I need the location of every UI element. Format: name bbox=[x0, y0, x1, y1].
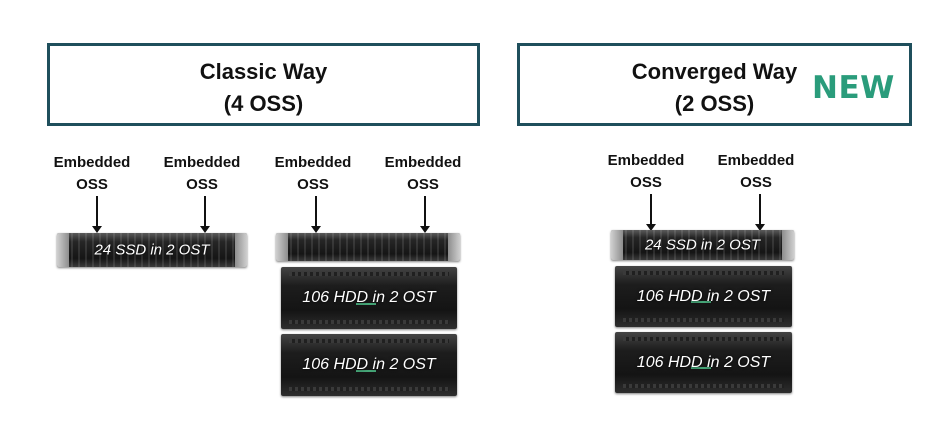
classic-way-title: Classic Way bbox=[199, 59, 328, 84]
classic-way-title-box: Classic Way (4 OSS) bbox=[47, 43, 480, 126]
server-label: 24 SSD in 2 OST bbox=[94, 241, 210, 259]
ssd-server-converged: 24 SSD in 2 OST bbox=[611, 230, 794, 260]
server-label: 106 HDD in 2 OST bbox=[636, 353, 771, 371]
server-label: 106 HDD in 2 OST bbox=[636, 287, 771, 305]
hdd-server-classic-bottom: 106 HDD in 2 OST bbox=[281, 334, 457, 396]
converged-way-oss-count: (2 OSS) bbox=[674, 91, 755, 116]
arrow-down bbox=[755, 194, 765, 231]
arrow-down bbox=[311, 196, 321, 233]
server-label: 24 SSD in 2 OST bbox=[644, 236, 761, 254]
server-label: 106 HDD in 2 OST bbox=[302, 289, 436, 306]
hdd-server-classic-top: 106 HDD in 2 OST bbox=[281, 267, 457, 329]
hdd-server-converged-top: 106 HDD in 2 OST bbox=[615, 266, 792, 327]
classic-way-oss-count: (4 OSS) bbox=[223, 91, 304, 116]
arrow-down bbox=[200, 196, 210, 233]
ssd-server-classic: 24 SSD in 2 OST bbox=[57, 233, 247, 267]
arrow-down bbox=[92, 196, 102, 233]
arrow-down bbox=[646, 194, 656, 231]
new-badge: NEW bbox=[812, 70, 895, 106]
ssd-server-stacked bbox=[276, 233, 460, 261]
converged-way-title: Converged Way bbox=[631, 59, 798, 84]
server-label: 106 HDD in 2 OST bbox=[302, 356, 436, 373]
converged-way-title-box: Converged Way (2 OSS) bbox=[517, 43, 912, 126]
arrow-down bbox=[420, 196, 430, 233]
hdd-server-converged-bottom: 106 HDD in 2 OST bbox=[615, 332, 792, 393]
